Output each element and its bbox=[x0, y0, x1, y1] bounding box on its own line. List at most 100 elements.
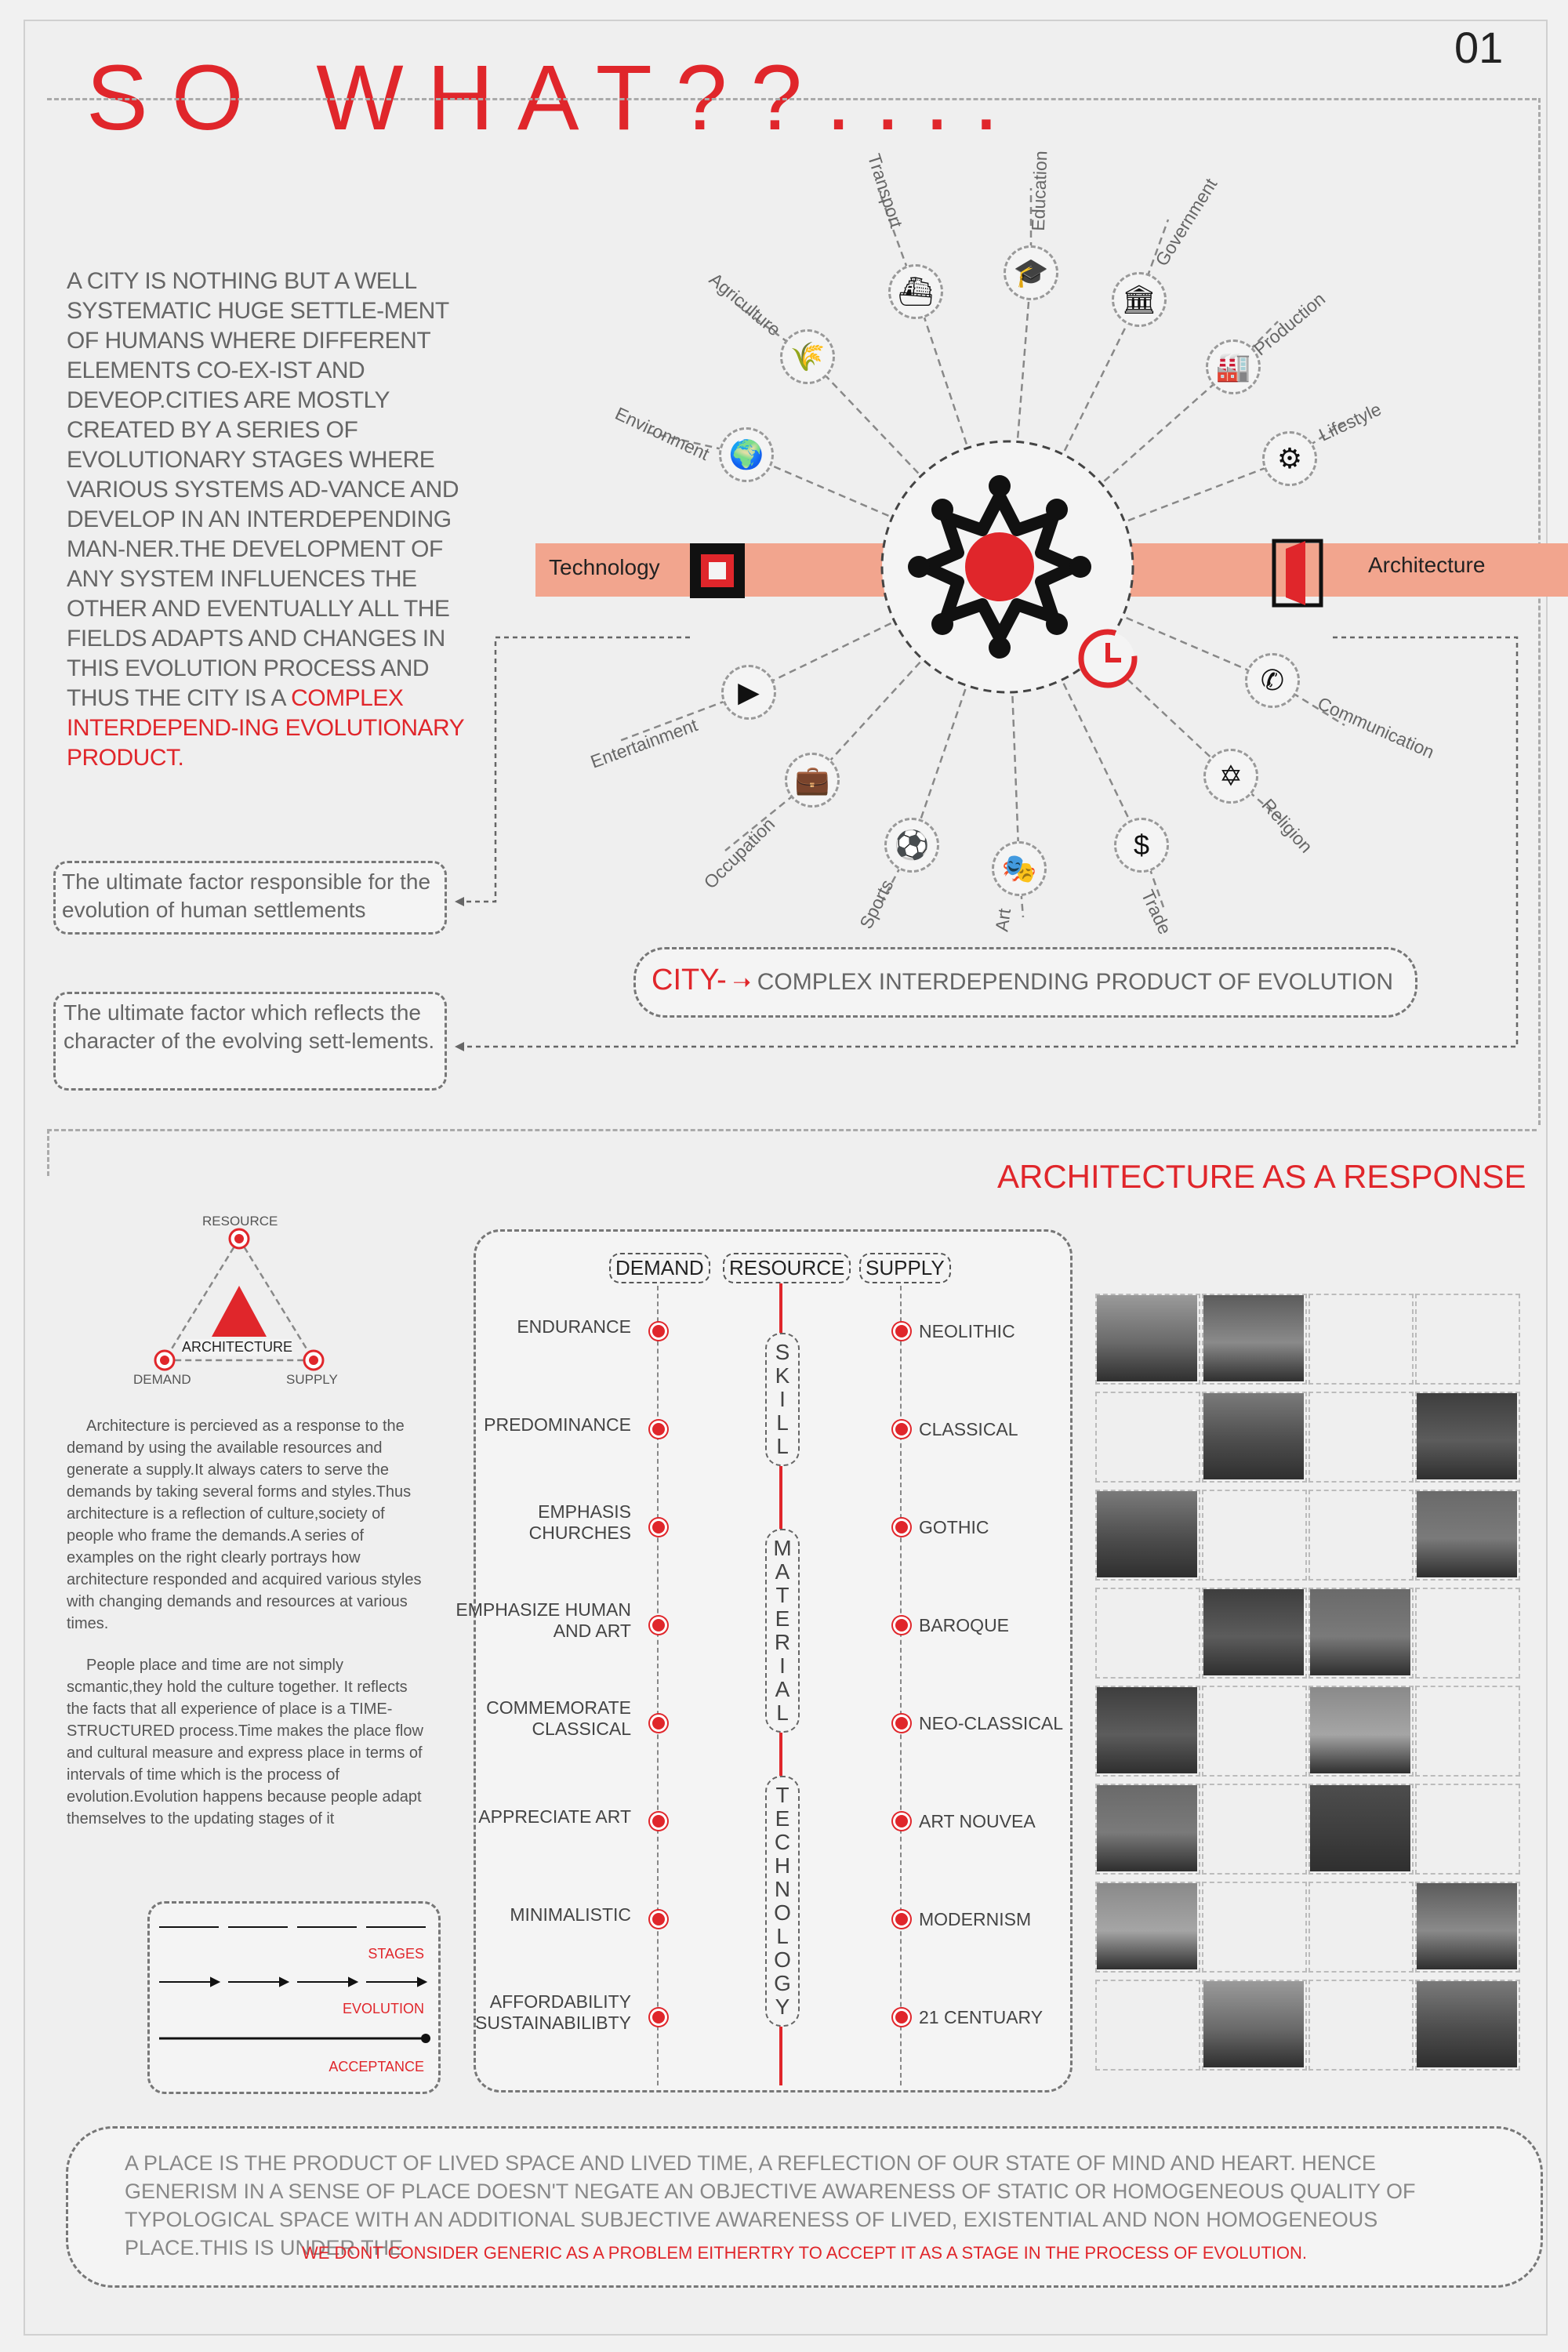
grid-cell bbox=[1095, 1588, 1200, 1679]
demand-dot bbox=[650, 1323, 667, 1340]
demand-dot bbox=[650, 1715, 667, 1732]
building-photo bbox=[1417, 1981, 1517, 2067]
supply-dot bbox=[893, 1519, 910, 1536]
grid-cell bbox=[1415, 1490, 1520, 1581]
demand-cell: COMMEMORATE CLASSICAL bbox=[486, 1697, 631, 1739]
building-photo bbox=[1417, 1393, 1517, 1479]
grid-cell bbox=[1202, 1392, 1307, 1483]
city-diagram bbox=[455, 187, 1568, 1051]
building-photo bbox=[1310, 1785, 1410, 1871]
building-photo bbox=[1310, 1589, 1410, 1675]
legend-acceptance: ACCEPTANCE bbox=[328, 2059, 424, 2074]
quote-conclusion: WE DONT CONSIDER GENERIC AS A PROBLEM EI… bbox=[301, 2243, 1308, 2263]
intro-text: A CITY IS NOTHING BUT A WELL SYSTEMATIC … bbox=[67, 267, 474, 773]
demand-dot bbox=[650, 2009, 667, 2026]
grid-cell bbox=[1415, 1980, 1520, 2071]
grid-cell bbox=[1095, 1686, 1200, 1777]
supply-cell: ART NOUVEA bbox=[919, 1811, 1036, 1831]
grid-cell bbox=[1308, 1588, 1414, 1679]
supply-dot bbox=[893, 1421, 910, 1438]
door-icon bbox=[1272, 539, 1323, 608]
demand-dot bbox=[650, 1813, 667, 1830]
grid-cell bbox=[1202, 1294, 1307, 1385]
building-photo bbox=[1097, 1491, 1197, 1577]
triangle-label-resource: RESOURCE bbox=[202, 1214, 278, 1229]
legend-evolution: EVOLUTION bbox=[342, 2001, 424, 2016]
section-divider bbox=[47, 1129, 1537, 1131]
legend-lines bbox=[159, 1926, 430, 2043]
callout-2-text: The ultimate factor which reflects the c… bbox=[64, 1000, 435, 1053]
grid-cell bbox=[1308, 1980, 1414, 2071]
lifestyle-icon: ⚙ bbox=[1262, 431, 1317, 486]
supply-dot bbox=[893, 1323, 910, 1340]
grid-cell bbox=[1202, 1490, 1307, 1581]
callout-character-factor: The ultimate factor which reflects the c… bbox=[53, 992, 447, 1091]
grid-cell bbox=[1415, 1882, 1520, 1973]
grid-cell bbox=[1415, 1784, 1520, 1875]
theatre-masks-icon: 🎭 bbox=[992, 841, 1047, 896]
connector-left bbox=[455, 636, 690, 903]
demand-cell: ENDURANCE bbox=[517, 1316, 631, 1337]
grid-cell bbox=[1308, 1392, 1414, 1483]
title-divider bbox=[47, 98, 1537, 100]
grid-cell bbox=[1308, 1294, 1414, 1385]
grid-cell bbox=[1308, 1784, 1414, 1875]
building-photo bbox=[1203, 1589, 1304, 1675]
phone-icon: ✆ bbox=[1245, 653, 1300, 708]
triangle-label-demand: DEMAND bbox=[133, 1372, 191, 1387]
supply-cell: NEOLITHIC bbox=[919, 1321, 1015, 1341]
demand-cell: PREDOMINANCE bbox=[484, 1414, 631, 1435]
node-label-art: Art bbox=[991, 907, 1015, 933]
spoke-ext-sports bbox=[880, 844, 913, 902]
connector-right bbox=[455, 636, 1519, 1048]
callout-1-text: The ultimate factor responsible for the … bbox=[62, 869, 431, 922]
demand-dot bbox=[650, 1911, 667, 1928]
ship-icon: ⛴ bbox=[888, 264, 943, 319]
dollar-icon: $ bbox=[1114, 818, 1169, 873]
band-label-architecture: Architecture bbox=[1368, 553, 1486, 577]
quote-text: A PLACE IS THE PRODUCT OF LIVED SPACE AN… bbox=[125, 2151, 1416, 2259]
grid-cell bbox=[1415, 1294, 1520, 1385]
header-supply: SUPPLY bbox=[859, 1253, 951, 1283]
spoke-ext-production bbox=[1232, 321, 1279, 368]
grid-cell bbox=[1095, 1882, 1200, 1973]
globe-icon: 🌍 bbox=[719, 427, 774, 482]
paragraph-architecture: Architecture is percieved as a response … bbox=[67, 1417, 422, 1632]
city-summary-box: CITY- ➝ COMPLEX INTERDEPENDING PRODUCT O… bbox=[633, 947, 1417, 1018]
triangle-label-supply: SUPPLY bbox=[286, 1372, 338, 1387]
legend-box: STAGES EVOLUTION ACCEPTANCE bbox=[147, 1901, 441, 2094]
factory-icon: 🏭 bbox=[1206, 339, 1261, 394]
grid-cell bbox=[1095, 1784, 1200, 1875]
supply-cell: GOTHIC bbox=[919, 1517, 989, 1537]
demand-dot bbox=[650, 1421, 667, 1438]
play-icon: ▶ bbox=[721, 665, 776, 720]
grid-cell bbox=[1308, 1686, 1414, 1777]
building-photo bbox=[1203, 1393, 1304, 1479]
legend-stages: STAGES bbox=[368, 1946, 424, 1962]
grid-cell bbox=[1202, 1686, 1307, 1777]
node-label-education: Education bbox=[1027, 150, 1051, 232]
building-photo bbox=[1417, 1491, 1517, 1577]
quote-box: A PLACE IS THE PRODUCT OF LIVED SPACE AN… bbox=[66, 2126, 1543, 2288]
supply-dot bbox=[893, 1617, 910, 1634]
demand-dot bbox=[650, 1617, 667, 1634]
page-number: 01 bbox=[1454, 23, 1504, 72]
arrow-right-icon: ➝ bbox=[726, 970, 757, 994]
graduation-cap-icon: 🎓 bbox=[1004, 245, 1058, 300]
building-photo bbox=[1097, 1883, 1197, 1969]
supply-dot bbox=[893, 2009, 910, 2026]
supply-dot bbox=[893, 1911, 910, 1928]
grid-cell bbox=[1202, 1784, 1307, 1875]
intro-highlight: COMPLEX INTERDEPEND-ING EVOLUTIONARY PRO… bbox=[67, 685, 464, 771]
building-photo bbox=[1097, 1785, 1197, 1871]
grid-cell bbox=[1095, 1294, 1200, 1385]
grid-cell bbox=[1095, 1490, 1200, 1581]
paragraph-place-time: People place and time are not simply scm… bbox=[67, 1657, 423, 1828]
building-photo bbox=[1417, 1883, 1517, 1969]
people-circle-icon bbox=[908, 475, 1091, 659]
grid-cell bbox=[1415, 1392, 1520, 1483]
demand-cell: AFFORDABILITY SUSTAINABILIBTY bbox=[475, 1991, 631, 2033]
demand-cell: MINIMALISTIC bbox=[510, 1904, 631, 1925]
